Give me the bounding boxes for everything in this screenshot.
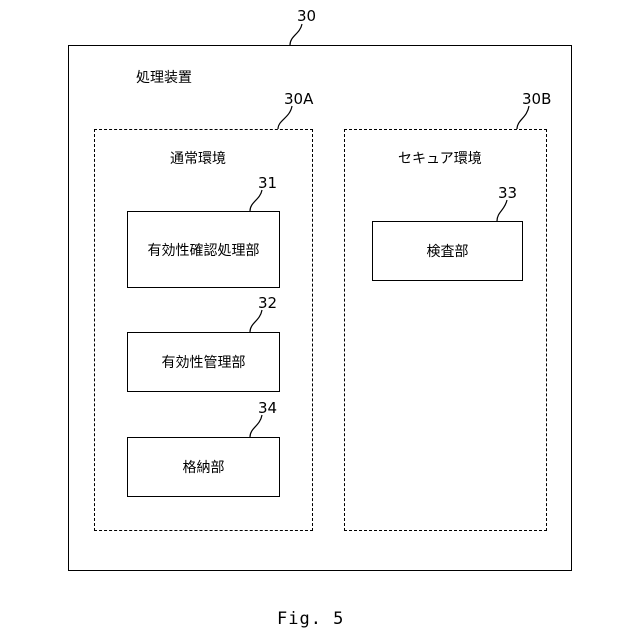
validity-management-unit: 有効性管理部 bbox=[127, 332, 280, 392]
secure-environment-title: セキュア環境 bbox=[398, 151, 482, 167]
ref-30: 30 bbox=[297, 9, 316, 24]
normal-environment-title: 通常環境 bbox=[170, 151, 226, 167]
validity-check-unit: 有効性確認処理部 bbox=[127, 211, 280, 288]
inspection-unit-label: 検査部 bbox=[427, 241, 469, 261]
storage-unit: 格納部 bbox=[127, 437, 280, 497]
validity-check-unit-label: 有効性確認処理部 bbox=[148, 240, 260, 260]
secure-environment-box bbox=[344, 129, 547, 531]
inspection-unit: 検査部 bbox=[372, 221, 523, 281]
validity-management-unit-label: 有効性管理部 bbox=[162, 352, 246, 372]
storage-unit-label: 格納部 bbox=[183, 457, 225, 477]
figure-caption: Fig. 5 bbox=[277, 609, 344, 629]
processing-device-title: 処理装置 bbox=[136, 70, 192, 86]
leader-30 bbox=[290, 24, 302, 45]
